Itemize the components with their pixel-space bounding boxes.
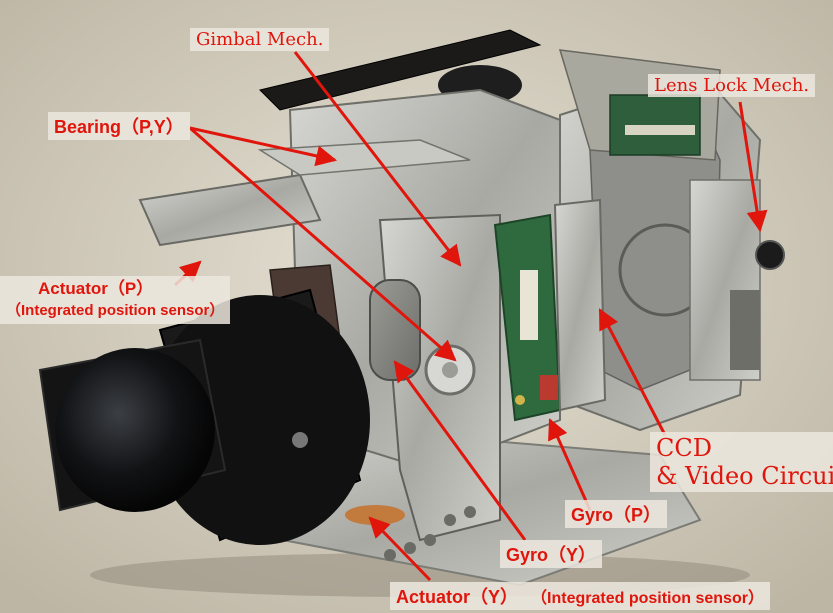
gyro-y-label: Gyro（Y） <box>500 540 603 568</box>
lens-lock-mech-label: Lens Lock Mech. <box>648 74 816 97</box>
actuator-y-label: Actuator（Y） <box>396 587 519 607</box>
lens-assembly <box>38 288 370 545</box>
actuator-y-note: （Integrated position sensor） <box>531 590 764 607</box>
callout-arrows <box>173 51 768 582</box>
video-circuit-label: & Video Circuit <box>656 462 833 490</box>
top-rail <box>259 29 542 111</box>
gimbal-mech-label: Gimbal Mech. <box>190 28 330 51</box>
gyro-board <box>493 213 562 422</box>
actuator-p-label: Actuator（P） <box>38 279 154 298</box>
ccd-label: CCD <box>656 434 712 462</box>
bearing-label: Bearing（P,Y） <box>48 112 190 140</box>
actuator-p-note: （Integrated position sensor） <box>6 302 225 319</box>
gyro-p-bracket <box>553 198 607 412</box>
ccd-label-group: CCD & Video Circuit <box>650 432 833 492</box>
actuator-p-label-group: Actuator（P） （Integrated position sensor） <box>0 276 231 324</box>
actuator-y-label-group: Actuator（Y） （Integrated position sensor） <box>390 582 770 610</box>
gyro-p-label: Gyro（P） <box>565 500 668 528</box>
